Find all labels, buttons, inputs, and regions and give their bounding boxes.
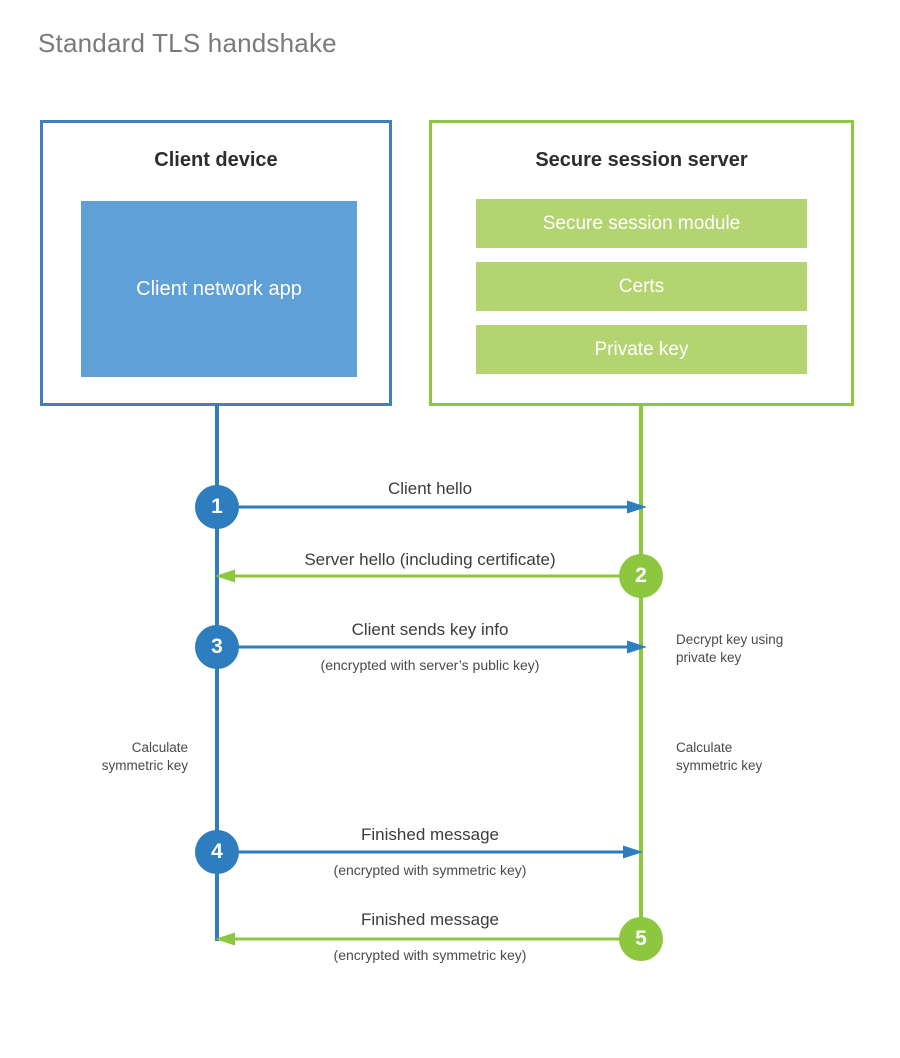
client-network-app-label: Client network app bbox=[136, 277, 302, 300]
secure-session-module-label: Secure session module bbox=[542, 212, 741, 234]
server-calculate-symmetric-key-note: Calculate symmetric key bbox=[676, 740, 763, 773]
private-key-block: Private key bbox=[476, 325, 807, 374]
step-5-label: Finished message bbox=[361, 910, 499, 929]
step-2-arrow-left-icon bbox=[215, 569, 647, 583]
secure-session-module-block: Secure session module bbox=[476, 199, 807, 248]
step-2-marker: 2 bbox=[619, 554, 663, 598]
step-4-marker: 4 bbox=[195, 830, 239, 874]
client-device-title: Client device bbox=[154, 149, 278, 171]
step-5-marker: 5 bbox=[619, 917, 663, 961]
secure-session-server-title: Secure session server bbox=[535, 149, 748, 171]
step-3-marker: 3 bbox=[195, 625, 239, 669]
step-3-sublabel: (encrypted with server’s public key) bbox=[320, 657, 540, 673]
step-5-sublabel: (encrypted with symmetric key) bbox=[333, 947, 527, 963]
step-1-marker: 1 bbox=[195, 485, 239, 529]
private-key-label: Private key bbox=[594, 338, 689, 360]
step-1-arrow-right-icon bbox=[215, 500, 647, 514]
step-1-label: Client hello bbox=[387, 479, 473, 498]
client-calculate-symmetric-key-note: Calculate symmetric key bbox=[101, 740, 188, 773]
decrypt-key-note: Decrypt key using private key bbox=[676, 632, 784, 665]
step-4-arrow-right-icon bbox=[215, 845, 643, 859]
step-5-arrow-left-icon bbox=[215, 932, 647, 946]
server-lifeline bbox=[639, 403, 643, 939]
step-4-sublabel: (encrypted with symmetric key) bbox=[333, 862, 527, 878]
certs-block: Certs bbox=[476, 262, 807, 311]
step-3-label: Client sends key info bbox=[351, 620, 509, 639]
page-title: Standard TLS handshake bbox=[38, 28, 337, 58]
certs-label: Certs bbox=[618, 275, 665, 297]
secure-session-server-box: Secure session server Secure session mod… bbox=[429, 120, 854, 406]
client-device-box: Client device Client network app bbox=[40, 120, 392, 406]
step-2-label: Server hello (including certificate) bbox=[304, 550, 556, 569]
client-network-app-block: Client network app bbox=[81, 201, 357, 377]
step-3-arrow-right-icon bbox=[215, 640, 647, 654]
client-lifeline bbox=[215, 403, 219, 941]
step-4-label: Finished message bbox=[361, 825, 499, 844]
